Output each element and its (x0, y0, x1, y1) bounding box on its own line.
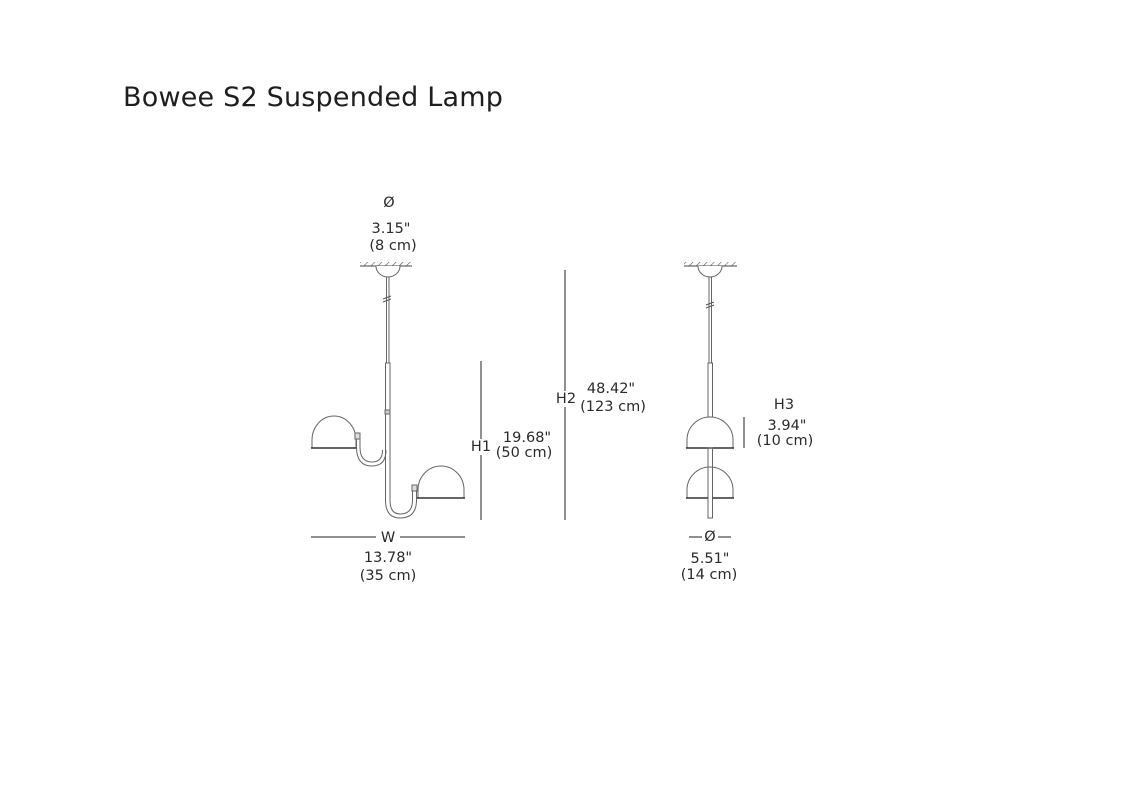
canopy-diameter-inches: 3.15" (371, 221, 411, 237)
left-shade (311, 415, 357, 449)
left-arm (356, 439, 387, 467)
right-shade (417, 465, 465, 499)
h2-inches: 48.42" (586, 381, 636, 397)
width-label: W (380, 530, 396, 546)
shade-diameter-cm: (14 cm) (680, 567, 738, 583)
canopy-diameter-symbol: Ø (383, 195, 395, 211)
side-view-lamp (684, 262, 737, 519)
side-upper-shade (686, 416, 734, 449)
h3-label: H3 (773, 397, 795, 413)
shade-diameter-inches: 5.51" (690, 551, 730, 567)
right-arm (385, 414, 417, 519)
canopy (375, 265, 401, 278)
h1-cm: (50 cm) (495, 445, 553, 461)
front-view-lamp (311, 262, 465, 519)
canopy-diameter-cm: (8 cm) (369, 238, 417, 254)
h2-cm: (123 cm) (580, 399, 646, 415)
width-cm: (35 cm) (359, 568, 417, 584)
ceiling-hatch (360, 262, 412, 266)
h1-label: H1 (469, 439, 493, 455)
width-inches: 13.78" (363, 550, 413, 566)
shade-diameter-symbol: Ø (704, 529, 716, 545)
h2-label: H2 (554, 391, 578, 407)
h3-inches: 3.94" (767, 418, 807, 434)
h1-inches: 19.68" (502, 430, 552, 446)
side-lower-shade (686, 466, 734, 498)
h3-cm: (10 cm) (756, 433, 814, 449)
page-title: Bowee S2 Suspended Lamp (123, 82, 504, 113)
